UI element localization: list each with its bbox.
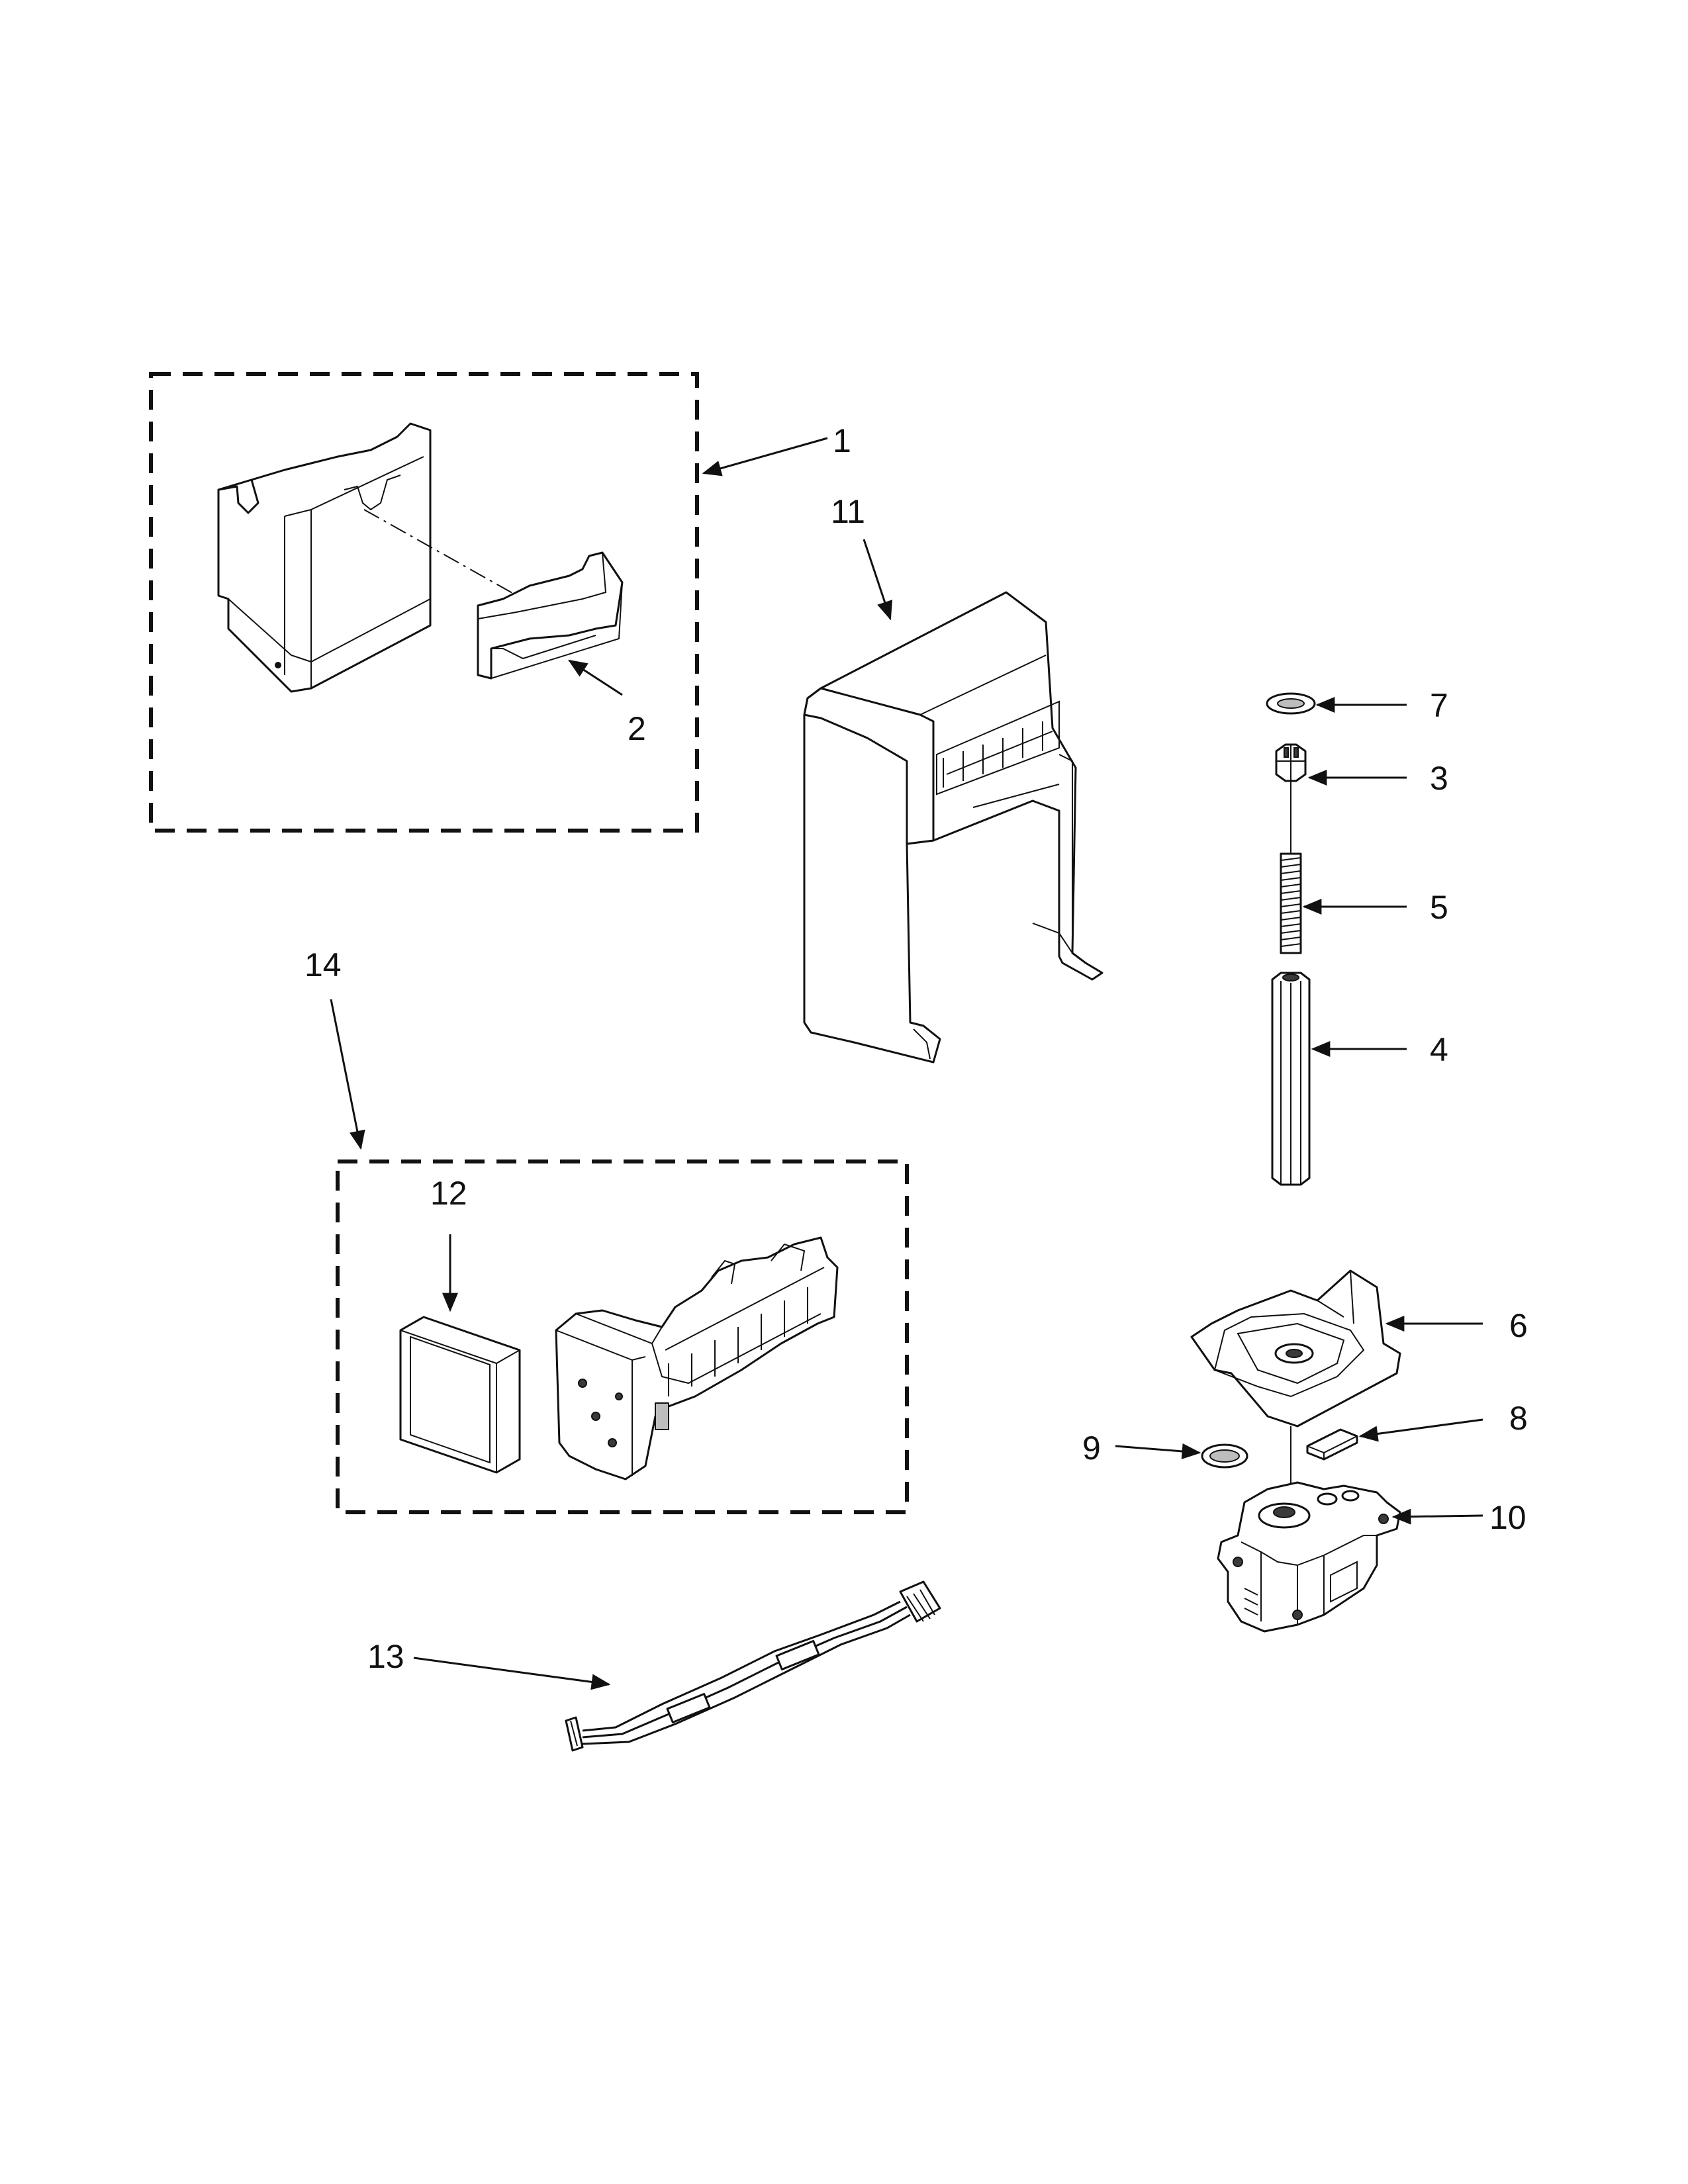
leader-14 <box>330 999 365 1150</box>
callout-4: 4 <box>1430 1031 1448 1068</box>
callout-11: 11 <box>831 493 865 530</box>
leader-1 <box>702 437 828 477</box>
module-cover-part-12[interactable] <box>399 1316 521 1474</box>
callout-13: 13 <box>367 1638 404 1675</box>
callout-5: 5 <box>1430 889 1448 926</box>
leader-11 <box>863 539 893 621</box>
pad-part-8[interactable] <box>1306 1428 1358 1461</box>
assembly-1-dashed-box <box>149 372 699 833</box>
washer-part-7[interactable] <box>1266 692 1316 715</box>
callout-3: 3 <box>1430 760 1448 797</box>
washer-part-9[interactable] <box>1201 1443 1248 1469</box>
callout-2: 2 <box>628 710 646 747</box>
coupler-part-3[interactable] <box>1275 743 1307 782</box>
ice-bucket-part[interactable] <box>217 422 432 693</box>
auger-motor-part-10[interactable] <box>1217 1481 1401 1633</box>
ice-maker-part-14[interactable] <box>555 1236 839 1480</box>
callout-10: 10 <box>1489 1499 1526 1536</box>
leader-9 <box>1115 1443 1201 1459</box>
spring-part-5[interactable] <box>1280 852 1302 954</box>
wire-harness-part-13[interactable] <box>565 1580 941 1752</box>
callout-7: 7 <box>1430 687 1448 724</box>
dispenser-cover-part[interactable] <box>803 591 1103 1064</box>
housing-bracket-part-6[interactable] <box>1190 1269 1401 1428</box>
callout-8: 8 <box>1509 1400 1528 1437</box>
callout-9: 9 <box>1082 1430 1101 1467</box>
leader-8 <box>1358 1418 1483 1442</box>
leader-13 <box>413 1657 611 1690</box>
callout-6: 6 <box>1509 1307 1528 1344</box>
leader-2 <box>567 659 623 696</box>
callout-1: 1 <box>833 422 851 459</box>
callout-14: 14 <box>305 946 342 983</box>
assembly-14-dashed-box <box>336 1160 909 1514</box>
leader-10 <box>1391 1508 1483 1525</box>
shaft-part-4[interactable] <box>1271 972 1311 1186</box>
bucket-bracket-part[interactable] <box>477 551 624 680</box>
callout-12: 12 <box>430 1175 467 1212</box>
